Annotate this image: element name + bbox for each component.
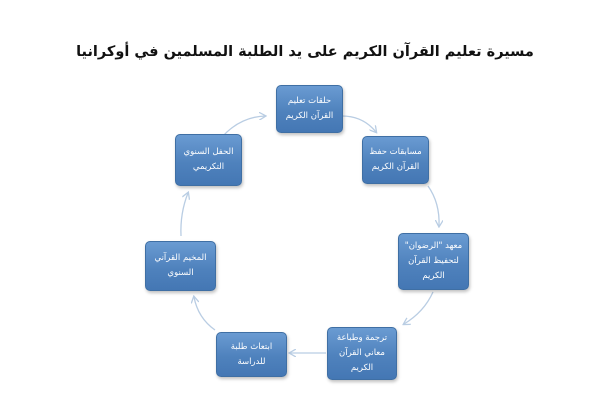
arrow-3-to-4 (404, 291, 434, 324)
node-annual-ceremony: الحفل السنوي التكريمي (175, 134, 242, 186)
diagram-title: مسيرة تعليم القرآن الكريم على يد الطلبة … (76, 44, 534, 60)
arrow-6-to-7 (180, 193, 188, 237)
node-quran-circles: حلقات تعليم القرآن الكريم (276, 85, 343, 133)
node-student-scholarships: ابتعاث طلبة للدراسة (216, 332, 287, 377)
arrow-2-to-3 (427, 185, 439, 226)
arrow-5-to-6 (194, 297, 216, 331)
arrow-1-to-2 (341, 115, 376, 132)
arrow-7-to-1 (221, 116, 265, 138)
node-radwan-institute: معهد "الرضوان" لتحفيظ القرآن الكريم (398, 233, 469, 290)
node-memorization-contests: مسابقات حفظ القرآن الكريم (362, 136, 429, 184)
node-translation-printing: ترجمة وطباعة معاني القرآن الكريم (327, 327, 397, 380)
node-annual-camp: المخيم القرآني السنوي (145, 241, 216, 291)
